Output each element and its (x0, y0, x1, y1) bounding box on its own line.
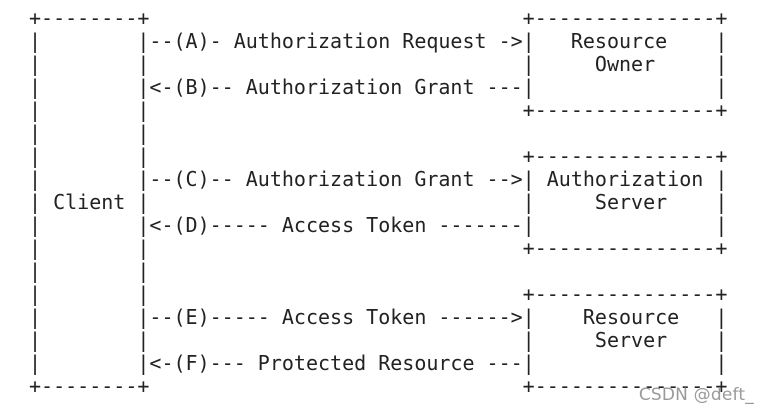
diagram-line-12: | | (29, 259, 150, 283)
diagram-line-1: +--------+ +---------------+ (29, 6, 728, 30)
oauth-ascii-flow-diagram: +--------+ +---------------+| |--(A)- Au… (29, 7, 727, 398)
diagram-line-4-grant-b: | |<-(B)-- Authorization Grant ---| | (29, 75, 728, 99)
diagram-line-2-request-a: | |--(A)- Authorization Request ->| Reso… (29, 29, 728, 53)
diagram-line-7: | | +---------------+ (29, 144, 728, 168)
diagram-line-13: | | +---------------+ (29, 282, 728, 306)
diagram-line-17: +--------+ +---------------+ (29, 374, 728, 398)
diagram-line-10-token-d: | |<-(D)----- Access Token -------| | (29, 213, 728, 237)
diagram-line-8-grant-c: | |--(C)-- Authorization Grant -->| Auth… (29, 167, 728, 191)
diagram-line-14-token-e: | |--(E)----- Access Token ------>| Reso… (29, 305, 728, 329)
diagram-line-15: | | | Server | (29, 328, 728, 352)
diagram-line-3: | | | Owner | (29, 52, 728, 76)
diagram-line-11: | | +---------------+ (29, 236, 728, 260)
csdn-watermark: CSDN @deft_ (638, 385, 754, 405)
diagram-line-5: | | +---------------+ (29, 98, 728, 122)
diagram-line-9-client: | Client | | Server | (29, 190, 728, 214)
diagram-line-6: | | (29, 121, 150, 145)
diagram-line-16-resource-f: | |<-(F)--- Protected Resource ---| | (29, 351, 728, 375)
